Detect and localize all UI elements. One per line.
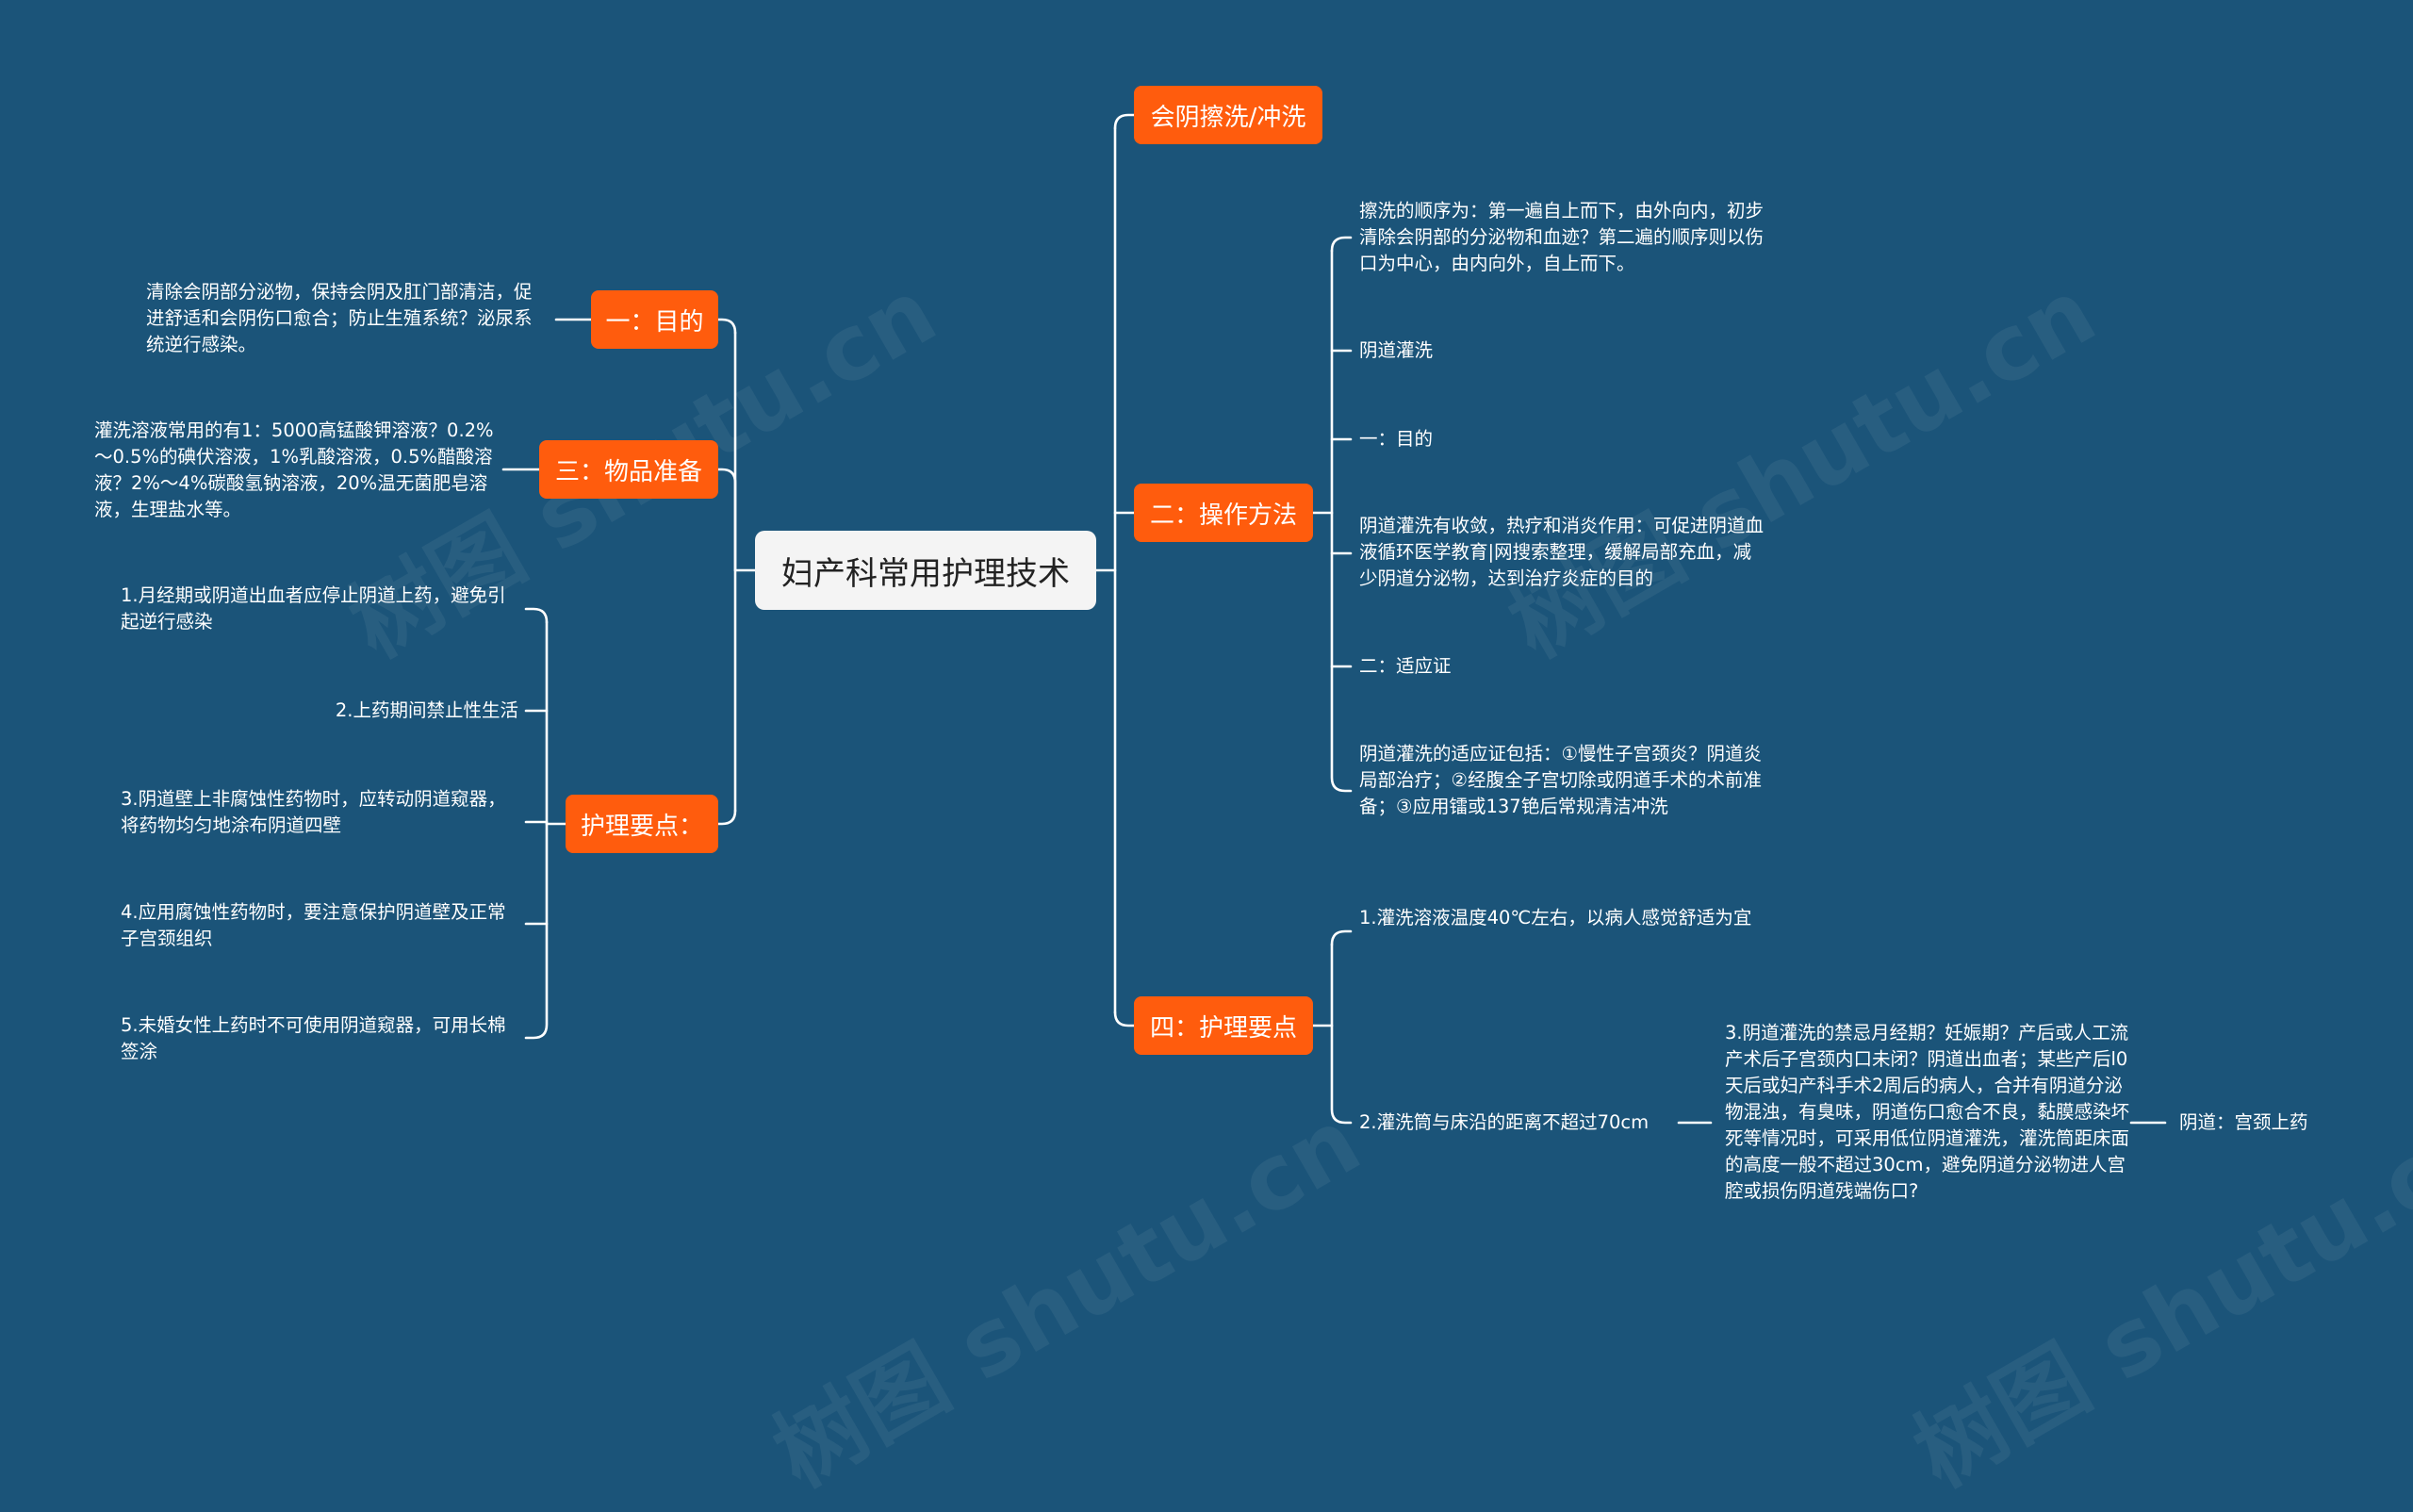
leaf-temperature: 1.灌洗溶液温度40℃左右，以病人感觉舒适为宜 (1359, 907, 1752, 929)
leaf-indication-heading: 二：适应证 (1359, 655, 1452, 677)
topic-points[interactable]: 四：护理要点 (1134, 996, 1313, 1055)
leaf-contraindications: 3.阴道灌洗的禁忌月经期？妊娠期？产后或人工流产术后子宫颈内口未闭？阴道出血者；… (1725, 1022, 2130, 1202)
leaf-nursing-2: 2.上药期间禁止性生活 (335, 699, 518, 721)
topic-operation[interactable]: 二：操作方法 (1134, 484, 1313, 542)
leaf-vaginal-irrigation: 阴道灌洗 (1359, 339, 1434, 361)
connector-line (716, 468, 737, 572)
leaf-nursing-5: 5.未婚女性上药时不可使用阴道窥器，可用长棉签涂 (121, 1014, 506, 1062)
connector-line (716, 318, 737, 335)
connector-line (524, 620, 549, 1040)
connector-line (524, 607, 549, 624)
leaf-nursing-3: 3.阴道壁上非腐蚀性药物时，应转动阴道窥器，将药物均匀地涂布阴道四壁 (121, 788, 506, 836)
connector-line (1330, 236, 1353, 253)
connector-line (1330, 929, 1353, 946)
leaf-supplies-text: 灌洗溶液常用的有1：5000高锰酸钾溶液？0.2%～0.5%的碘伏溶液，1%乳酸… (94, 419, 494, 520)
central-topic[interactable]: 妇产科常用护理技术 (755, 531, 1096, 610)
topic-purpose[interactable]: 一：目的 (591, 290, 718, 349)
topic-supplies[interactable]: 三：物品准备 (539, 440, 718, 499)
leaf-height-distance: 2.灌洗筒与床沿的距离不超过70cm (1359, 1111, 1650, 1133)
leaf-wash-order: 擦洗的顺序为：第一遍自上而下，由外向内，初步清除会阴部的分泌物和血迹？第二遍的顺… (1359, 200, 1765, 274)
connector-line (1330, 249, 1353, 793)
mind-map-canvas: 树图 shutu.cn 树图 shutu.cn 树图 shutu.cn 树图 s… (94, 86, 2413, 1507)
connector-line (716, 809, 737, 826)
leaf-indications: 阴道灌洗的适应证包括：①慢性子宫颈炎？阴道炎局部治疗；②经腹全子宫切除或阴道手术… (1359, 743, 1762, 817)
connector-line (1113, 113, 1136, 130)
connector-line (1113, 1011, 1136, 1027)
leaf-cervical-medication: 阴道：宫颈上药 (2179, 1111, 2308, 1133)
topic-nursing-points[interactable]: 护理要点： (566, 795, 718, 853)
connector-lines (501, 113, 2167, 1125)
topic-perineal-wash[interactable]: 会阴擦洗/冲洗 (1134, 86, 1322, 144)
leaf-nursing-4: 4.应用腐蚀性药物时，要注意保护阴道壁及正常子宫颈组织 (121, 901, 506, 949)
leaf-nursing-1: 1.月经期或阴道出血者应停止阴道上药，避免引起逆行感染 (121, 584, 506, 633)
leaf-purpose-heading: 一：目的 (1359, 428, 1434, 450)
leaf-irrigation-effect: 阴道灌洗有收敛，热疗和消炎作用：可促进阴道血液循环医学教育|网搜索整理，缓解局部… (1359, 515, 1765, 589)
leaf-purpose-text: 清除会阴部分泌物，保持会阴及肛门部清洁，促进舒适和会阴伤口愈合；防止生殖系统？泌… (146, 281, 533, 355)
connector-line (1330, 943, 1353, 1125)
